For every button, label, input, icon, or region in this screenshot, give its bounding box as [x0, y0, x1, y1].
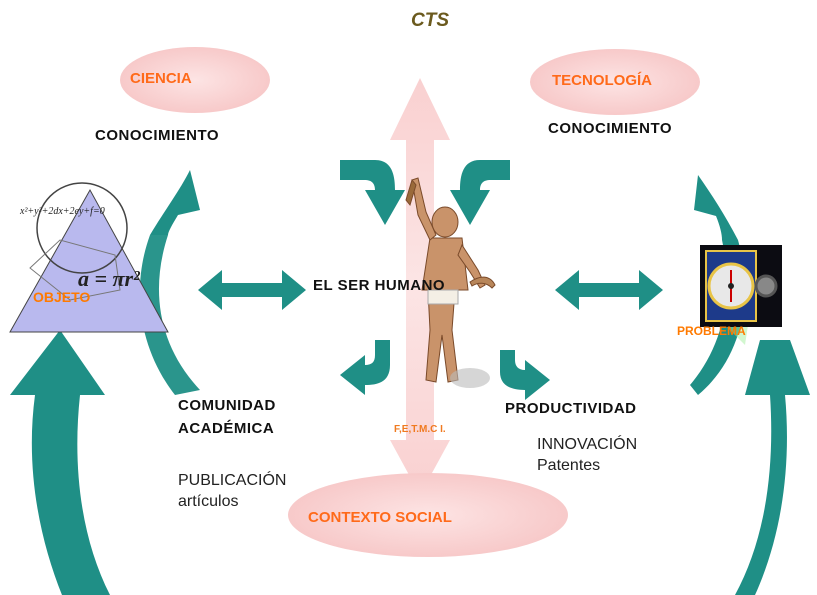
- bottom-right-bent-arrow: [500, 350, 550, 400]
- tecnologia-label: TECNOLOGÍA: [552, 72, 652, 89]
- ciencia-label: CIENCIA: [130, 70, 192, 87]
- comunidad-line2: ACADÉMICA: [178, 420, 275, 437]
- ciencia-conocimiento-label: CONOCIMIENTO: [95, 127, 220, 144]
- big-right-up-arrow: [735, 340, 810, 595]
- objeto-figure: [9, 182, 169, 333]
- bottom-left-bent-arrow: [340, 340, 390, 395]
- problema-compass-icon: [700, 245, 782, 345]
- top-right-bent-arrow: [450, 160, 510, 225]
- objeto-formula-2: a = πr²: [78, 266, 140, 291]
- publicacion-label: PUBLICACIÓN: [178, 472, 287, 489]
- contexto-social-oval: [288, 473, 568, 557]
- ciencia-oval: [120, 47, 270, 113]
- objeto-formula-1: x²+y²+2dx+2ey+f=0: [20, 206, 105, 217]
- innovacion-label: INNOVACIÓN: [537, 436, 638, 453]
- problema-label: PROBLEMA: [677, 324, 746, 338]
- contexto-social-label: CONTEXTO SOCIAL: [308, 509, 452, 526]
- objeto-label: OBJETO: [33, 289, 91, 305]
- diagram-title: CTS: [411, 10, 449, 31]
- left-horizontal-double-arrow: [198, 270, 306, 310]
- human-figure: [405, 177, 496, 388]
- right-horizontal-double-arrow: [555, 270, 663, 310]
- articulos-label: artículos: [178, 493, 239, 510]
- patentes-label: Patentes: [537, 457, 601, 474]
- big-left-up-arrow: [10, 330, 110, 595]
- productividad-label: PRODUCTIVIDAD: [505, 400, 637, 417]
- tecnologia-oval: [530, 49, 700, 115]
- vertical-double-arrow: [390, 78, 450, 495]
- tecnologia-conocimiento-label: CONOCIMIENTO: [548, 120, 673, 137]
- center-factors-label: F,E,T.M.C I.: [394, 424, 446, 435]
- center-label: EL SER HUMANO: [313, 277, 446, 294]
- top-left-bent-arrow: [340, 160, 405, 225]
- comunidad-line1: COMUNIDAD: [178, 397, 276, 414]
- left-curved-arrow: [139, 170, 200, 395]
